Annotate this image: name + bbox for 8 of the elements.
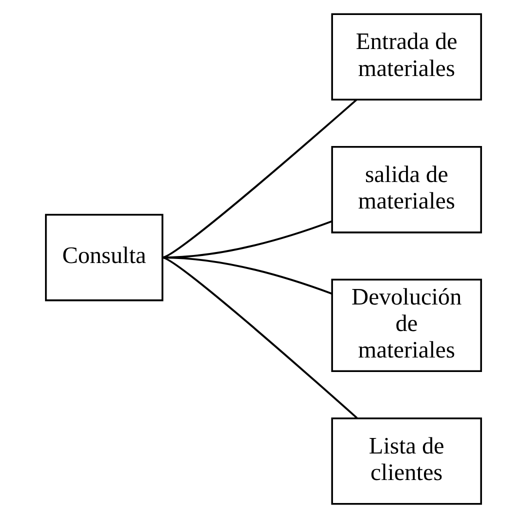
- connector: [162, 256, 332, 295]
- node-box: Consulta: [45, 214, 164, 302]
- node-box: Devolución de materiales: [331, 278, 482, 372]
- connector: [162, 99, 357, 258]
- node-box: Entrada de materiales: [331, 13, 482, 101]
- node-box: salida de materiales: [331, 146, 482, 234]
- node-box: Lista de clientes: [331, 417, 482, 505]
- connector: [162, 256, 358, 419]
